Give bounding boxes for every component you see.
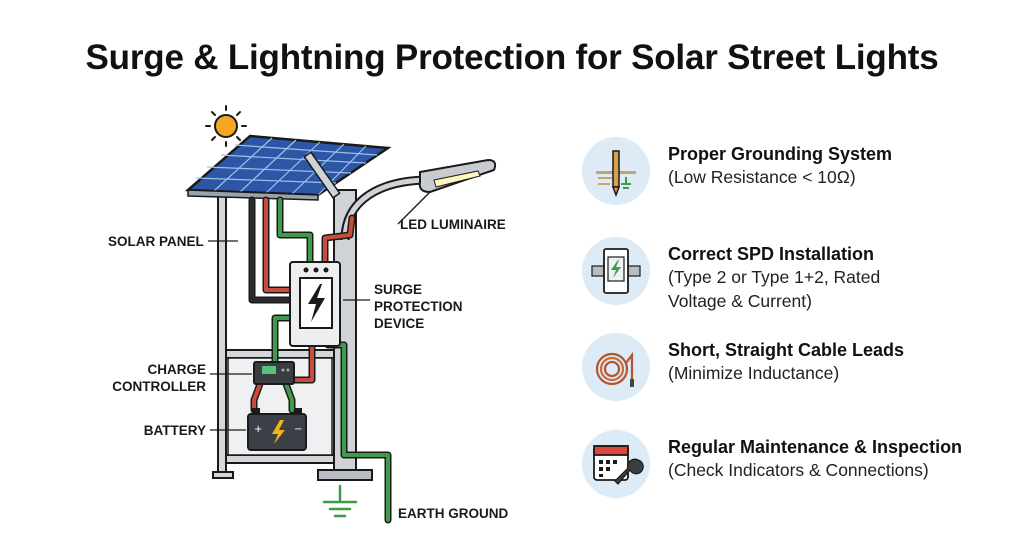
solar-street-light-diagram: + − SOLAR PANEL LED LUMINAIRE SURGE PROT…	[108, 105, 508, 524]
grounding-rod-icon	[582, 137, 650, 205]
surge-protection-device	[289, 261, 341, 347]
led-luminaire	[418, 158, 497, 194]
tip-cable-leads: Short, Straight Cable Leads (Minimize In…	[578, 333, 1018, 413]
lightning-bolt-icon	[308, 284, 325, 322]
tip-detail: Voltage & Current)	[668, 291, 812, 311]
label-battery: BATTERY	[144, 423, 206, 438]
tip-spd-installation: Correct SPD Installation (Type 2 or Type…	[578, 237, 1018, 317]
earth-ground-icon	[322, 484, 358, 518]
label-spd-line-1: SURGE	[374, 282, 422, 297]
svg-text:+: +	[254, 424, 262, 435]
tip-maintenance: Regular Maintenance & Inspection (Check …	[578, 430, 1018, 510]
tip-detail: (Minimize Inductance)	[668, 363, 840, 383]
battery: + −	[247, 408, 307, 451]
sun-icon	[205, 105, 247, 147]
lamp-pole	[317, 175, 431, 481]
label-charge-controller-line-1: CHARGE	[147, 362, 206, 377]
label-charge-controller-line-2: CONTROLLER	[112, 379, 206, 394]
tip-title: Proper Grounding System	[668, 144, 893, 164]
charge-controller	[253, 361, 295, 385]
label-spd-line-2: PROTECTION	[374, 299, 463, 314]
leader-lines	[208, 191, 431, 431]
label-solar-panel: SOLAR PANEL	[108, 234, 204, 249]
tip-detail: (Type 2 or Type 1+2, Rated	[668, 267, 881, 287]
page-title: Surge & Lightning Protection for Solar S…	[85, 38, 939, 77]
label-earth-ground: EARTH GROUND	[398, 506, 508, 521]
label-led-luminaire: LED LUMINAIRE	[400, 217, 506, 232]
calendar-wrench-icon	[582, 430, 650, 498]
cable-coil-icon	[582, 333, 650, 401]
tip-title: Short, Straight Cable Leads	[668, 340, 905, 360]
spd-module-icon	[582, 237, 650, 305]
tip-title: Regular Maintenance & Inspection	[668, 437, 963, 457]
svg-text:−: −	[294, 424, 302, 435]
tip-grounding: Proper Grounding System (Low Resistance …	[578, 137, 1018, 217]
battery-bolt-icon	[272, 420, 285, 444]
tip-title: Correct SPD Installation	[668, 244, 875, 264]
solar-panel	[184, 134, 392, 201]
tip-detail: (Low Resistance < 10Ω)	[668, 167, 856, 187]
tip-detail: (Check Indicators & Connections)	[668, 460, 929, 480]
label-spd-line-3: DEVICE	[374, 316, 424, 331]
